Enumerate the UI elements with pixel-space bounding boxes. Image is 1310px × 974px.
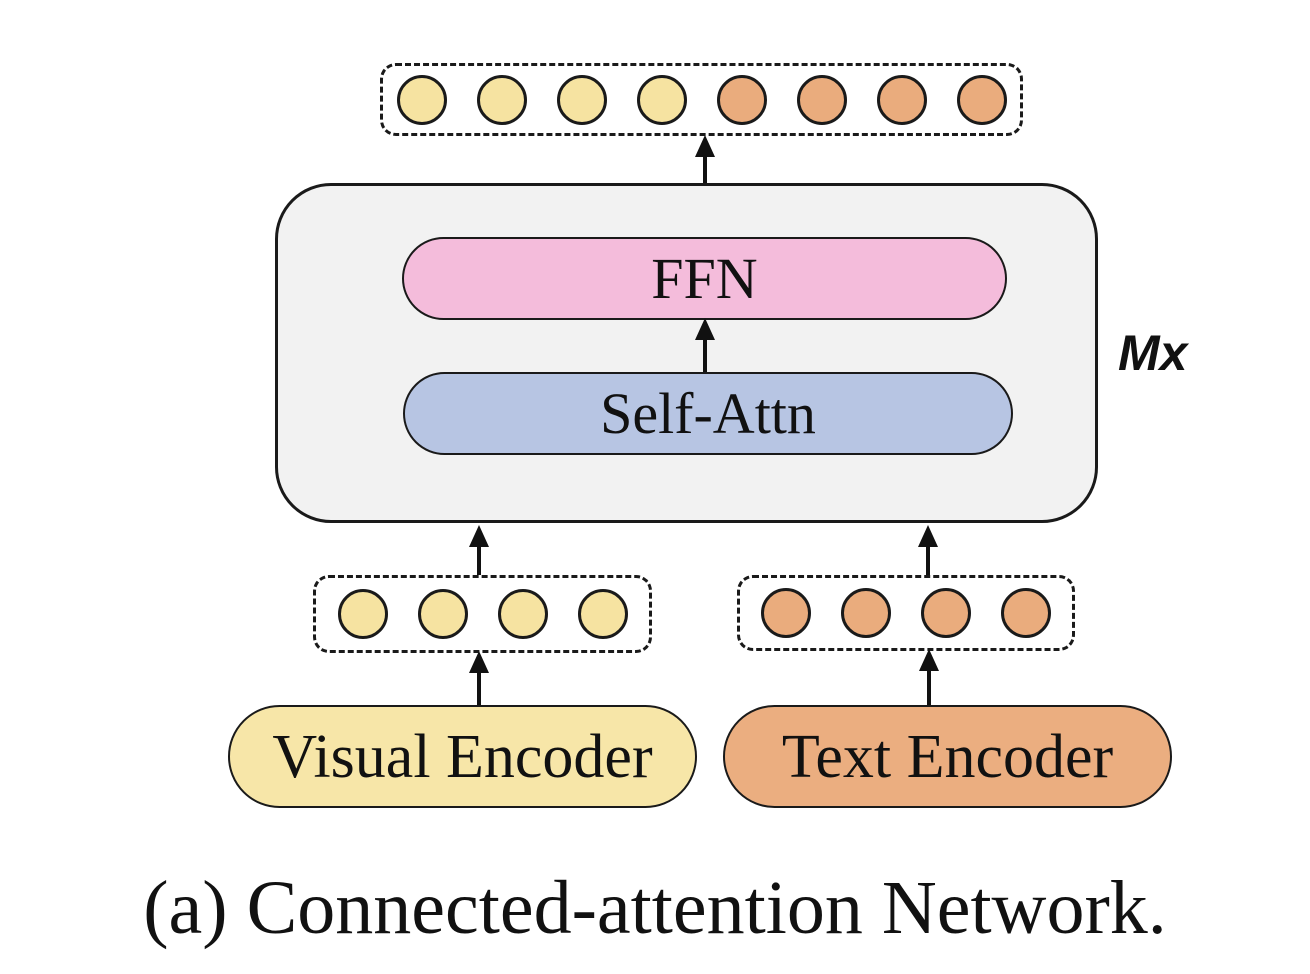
text-encoder-block: Text Encoder (723, 705, 1172, 808)
arrow-fusion-to-output (694, 135, 716, 184)
token-circle (796, 74, 847, 125)
fusion-module-block (275, 183, 1098, 523)
arrowhead-icon (469, 651, 489, 673)
output-token-strip (380, 63, 1023, 136)
token-circle (476, 74, 527, 125)
token-circle (956, 74, 1007, 125)
arrow-selfattn-to-ffn (694, 318, 716, 372)
arrow-shaft (927, 668, 931, 706)
token-circle (636, 74, 687, 125)
figure-caption: (a) Connected-attention Network. (143, 866, 1167, 950)
token-circle (417, 589, 468, 639)
arrow-visual-tokens-to-fusion (468, 525, 490, 577)
arrow-shaft (477, 670, 481, 706)
token-circle (556, 74, 607, 125)
token-circle (497, 589, 548, 639)
token-circle (577, 589, 628, 639)
arrow-text-tokens-to-fusion (917, 525, 939, 577)
text-token-strip (737, 575, 1075, 651)
token-circle (1001, 588, 1051, 638)
arrowhead-icon (695, 135, 715, 157)
arrow-visual-encoder-to-tokens (468, 651, 490, 706)
arrowhead-icon (919, 649, 939, 671)
arrowhead-icon (695, 318, 715, 340)
token-circle (876, 74, 927, 125)
visual-encoder-block: Visual Encoder (228, 705, 697, 808)
arrowhead-icon (469, 525, 489, 547)
ffn-block: FFN (402, 237, 1007, 320)
visual-token-strip (313, 575, 652, 653)
self-attn-block: Self-Attn (403, 372, 1013, 455)
repeat-count-label: Mx (1118, 325, 1188, 381)
token-circle (761, 588, 811, 638)
arrow-shaft (703, 154, 707, 184)
arrow-shaft (703, 337, 707, 372)
arrow-shaft (477, 544, 481, 577)
token-circle (337, 589, 388, 639)
token-circle (396, 74, 447, 125)
token-circle (921, 588, 971, 638)
arrowhead-icon (918, 525, 938, 547)
token-circle (716, 74, 767, 125)
arrow-text-encoder-to-tokens (918, 649, 940, 706)
arrow-shaft (926, 544, 930, 577)
token-circle (841, 588, 891, 638)
